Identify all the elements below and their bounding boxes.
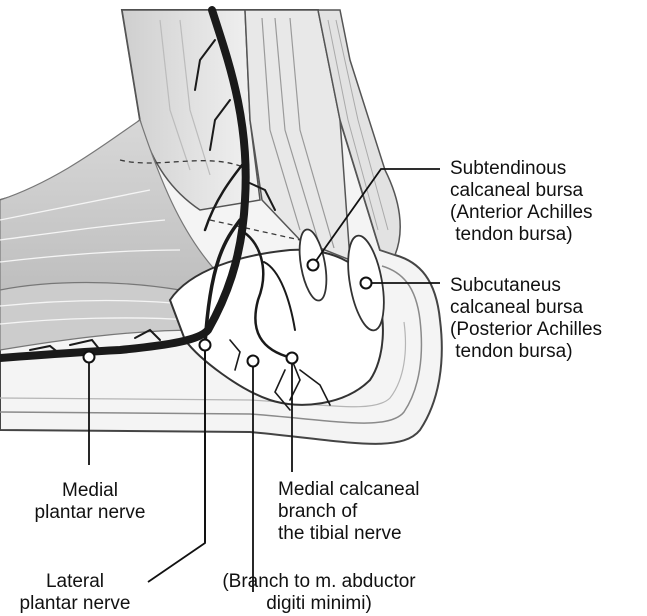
label-line: Medial [18,480,162,502]
label-line: Medial calcaneal [278,479,420,501]
label-subtendinous-calcaneal-bursa: Subtendinous calcaneal bursa (Anterior A… [450,158,593,246]
label-line: plantar nerve [0,593,150,615]
label-line: (Anterior Achilles [450,202,593,224]
label-line: plantar nerve [18,502,162,524]
label-line: tendon bursa) [450,224,593,246]
marker-subcutaneus [361,278,372,289]
label-line: calcaneal bursa [450,180,593,202]
marker-lateral-plantar [200,340,211,351]
marker-subtendinous [308,260,319,271]
label-line: calcaneal bursa [450,297,602,319]
label-line: Subtendinous [450,158,593,180]
label-line: digiti minimi) [216,593,422,615]
label-line: (Posterior Achilles [450,319,602,341]
label-line: (Branch to m. abductor [216,571,422,593]
label-medial-calcaneal-branch: Medial calcaneal branch of the tibial ne… [278,479,420,545]
label-line: Lateral [0,571,150,593]
label-subcutaneus-calcaneal-bursa: Subcutaneus calcaneal bursa (Posterior A… [450,275,602,363]
label-line: the tibial nerve [278,523,420,545]
label-line: Subcutaneus [450,275,602,297]
label-line: branch of [278,501,420,523]
label-lateral-plantar-nerve: Lateral plantar nerve [0,571,150,615]
label-line: tendon bursa) [450,341,602,363]
marker-abductor-branch [248,356,259,367]
label-medial-plantar-nerve: Medial plantar nerve [18,480,162,524]
marker-medial-plantar [84,352,95,363]
label-branch-to-abductor-digiti-minimi: (Branch to m. abductor digiti minimi) [216,571,422,615]
marker-medial-calcaneal [287,353,298,364]
